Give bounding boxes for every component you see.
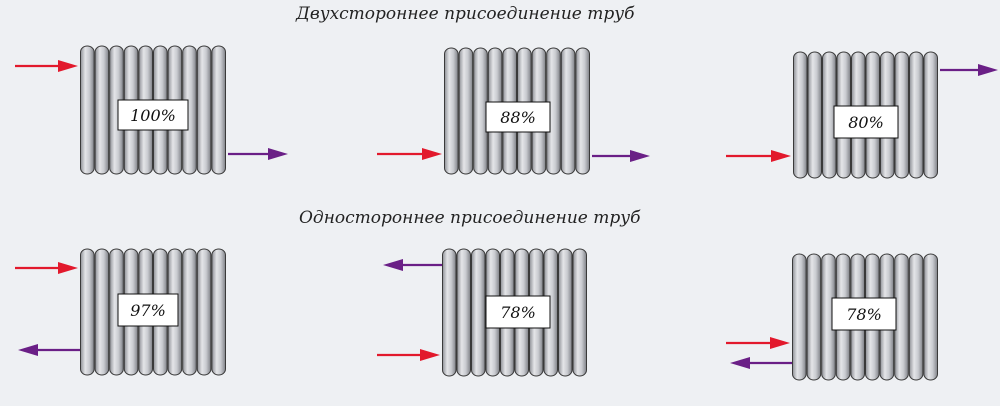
radiator-fin: [94, 45, 110, 175]
radiator-fin: [793, 51, 808, 179]
radiator-6: 78%: [792, 253, 939, 381]
efficiency-label-box: [117, 293, 179, 327]
radiator-fin: [923, 253, 939, 381]
inlet-arrow: [726, 337, 790, 349]
efficiency-label-box: [485, 295, 551, 329]
inlet-arrow: [15, 262, 78, 274]
radiator-fin: [94, 248, 110, 376]
outlet-arrow: [592, 150, 650, 162]
outlet-arrow-head: [383, 259, 403, 271]
efficiency-label-box: [117, 99, 189, 131]
radiator-fin: [572, 248, 587, 377]
radiator-fin: [211, 248, 226, 376]
radiator-fin: [442, 248, 457, 377]
outlet-arrow-head: [730, 357, 750, 369]
radiator-fin: [908, 253, 924, 381]
two-sided-heading: Двухстороннее присоединение труб: [296, 4, 635, 24]
radiator-fin: [80, 248, 95, 376]
inlet-arrow-head: [422, 148, 442, 160]
outlet-arrow: [18, 344, 80, 356]
inlet-arrow: [15, 60, 78, 72]
radiator-2: 88%: [444, 47, 591, 175]
outlet-arrow: [940, 64, 998, 76]
radiator-fin: [923, 51, 938, 179]
efficiency-percent: 78%: [500, 303, 536, 322]
radiator-fin: [806, 253, 822, 381]
radiator-fin: [894, 253, 909, 381]
radiator-fin: [471, 248, 486, 377]
efficiency-label-box: [833, 105, 899, 139]
inlet-arrow: [726, 150, 791, 162]
inlet-arrow-head: [420, 349, 440, 361]
inlet-arrow-head: [58, 262, 78, 274]
radiator-fin: [909, 51, 924, 179]
radiator-fin: [444, 47, 459, 175]
inlet-arrow-head: [770, 337, 790, 349]
radiator-fin: [196, 45, 212, 175]
outlet-arrow-head: [268, 148, 288, 160]
outlet-arrow-head: [18, 344, 38, 356]
radiator-fin: [456, 248, 471, 377]
inlet-arrow-head: [58, 60, 78, 72]
radiator-fin: [182, 248, 197, 376]
radiator-fin: [473, 47, 488, 175]
radiator-fin: [458, 47, 474, 175]
efficiency-label-box: [831, 297, 897, 331]
efficiency-percent: 100%: [130, 106, 176, 125]
radiator-fin: [560, 47, 576, 175]
efficiency-percent: 80%: [848, 113, 884, 132]
radiator-1: 100%: [80, 45, 226, 175]
inlet-arrow: [377, 349, 440, 361]
one-sided-heading: Одностороннее присоединение труб: [299, 208, 641, 228]
outlet-arrow: [228, 148, 288, 160]
radiator-4: 97%: [80, 248, 226, 376]
efficiency-percent: 78%: [846, 305, 882, 324]
radiator-fin: [558, 248, 573, 377]
outlet-arrow-head: [978, 64, 998, 76]
radiator-fin: [211, 45, 226, 175]
outlet-arrow-head: [630, 150, 650, 162]
radiator-5: 78%: [442, 248, 587, 377]
outlet-arrow: [383, 259, 442, 271]
efficiency-percent: 88%: [500, 108, 536, 127]
efficiency-label-box: [485, 101, 551, 133]
radiator-fin: [575, 47, 591, 175]
inlet-arrow: [377, 148, 442, 160]
radiator-fin: [792, 253, 807, 381]
radiator-fin: [807, 51, 822, 179]
radiator-3: 80%: [793, 51, 938, 179]
radiator-fin: [80, 45, 95, 175]
radiator-fin: [196, 248, 212, 376]
efficiency-percent: 97%: [130, 301, 166, 320]
outlet-arrow: [730, 357, 792, 369]
inlet-arrow-head: [771, 150, 791, 162]
